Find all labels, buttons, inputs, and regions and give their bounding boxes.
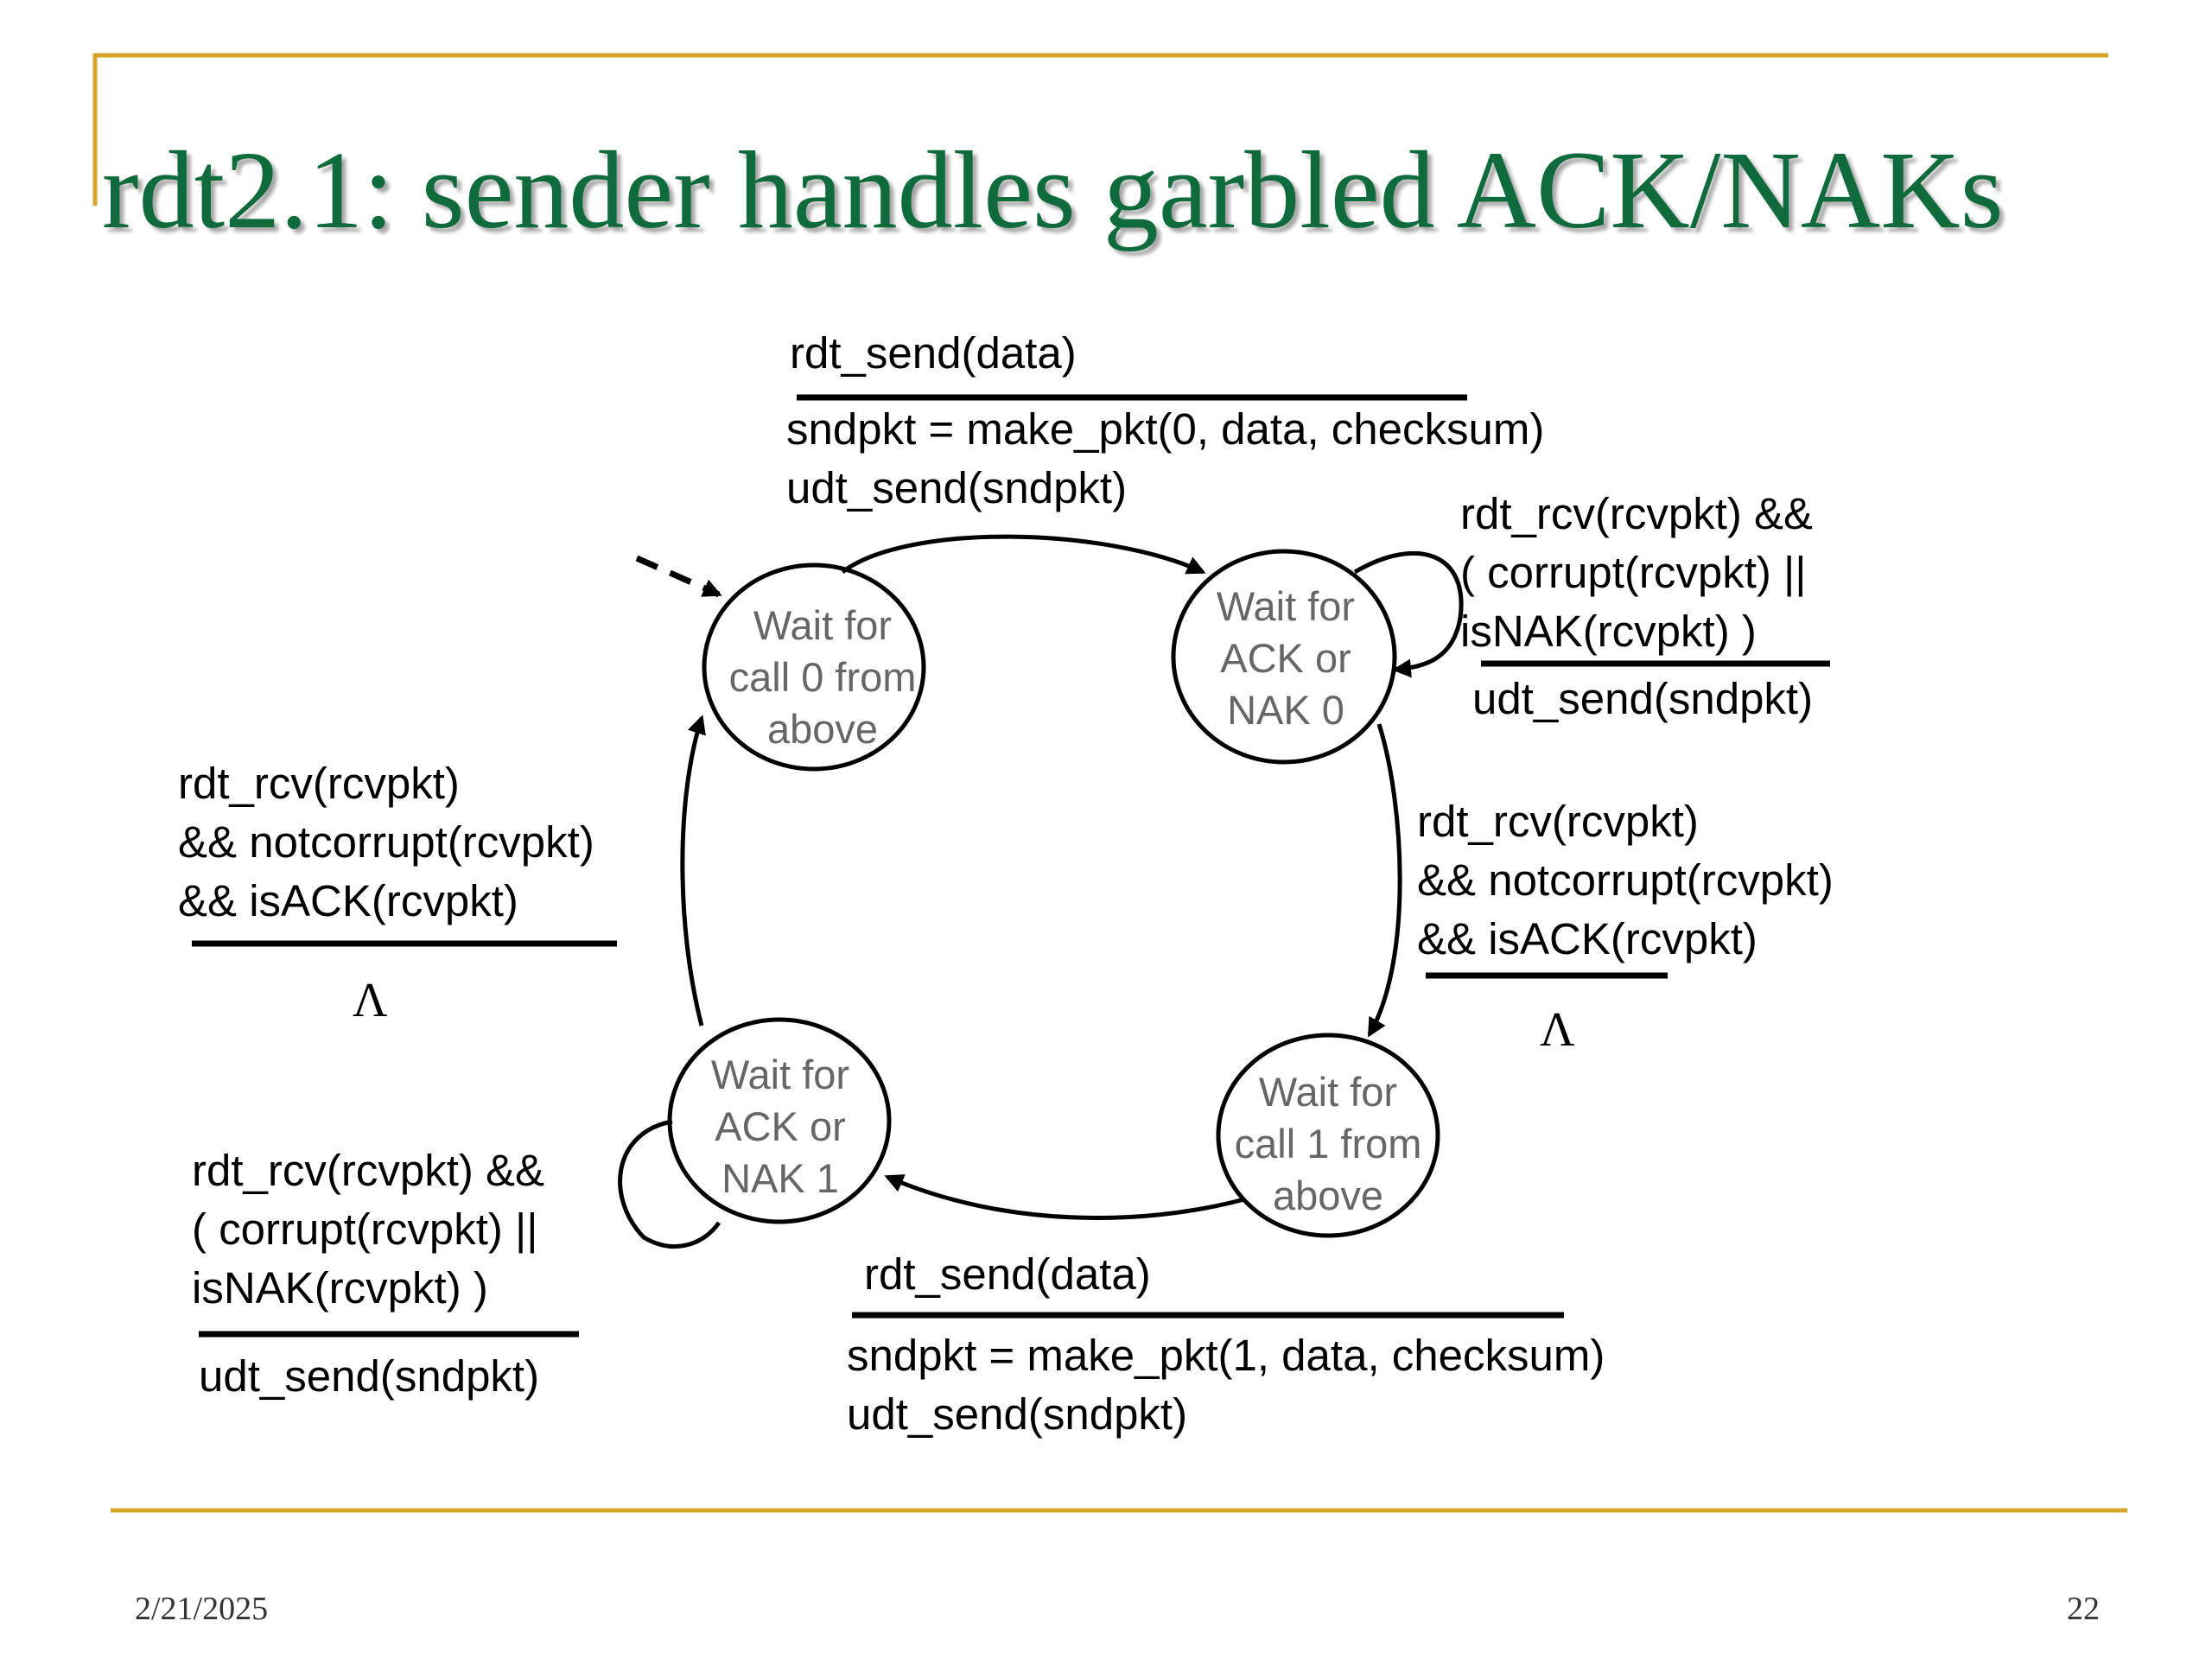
- send-1-action-2: udt_send(sndpkt): [847, 1389, 1187, 1439]
- transition-ack-1: rdt_rcv(rcvpkt) && notcorrupt(rcvpkt) &&…: [178, 759, 594, 1027]
- retransmit-0-event-3: isNAK(rcvpkt) ): [1460, 607, 1757, 656]
- ack-1-action-lambda: Λ: [353, 974, 388, 1027]
- ack-0-action-lambda: Λ: [1540, 1003, 1575, 1057]
- state-wait-call-1-line-2: call 1 from: [1235, 1121, 1422, 1166]
- retransmit-0-event-1: rdt_rcv(rcvpkt) &&: [1460, 489, 1813, 538]
- retransmit-0-event-2: ( corrupt(rcvpkt) ||: [1460, 548, 1807, 597]
- state-wait-ack-1-line-1: Wait for: [711, 1052, 849, 1097]
- ack-0-event-2: && notcorrupt(rcvpkt): [1417, 855, 1834, 905]
- arrow-retransmit-0: [1353, 550, 1464, 678]
- arrow-ack-1: [680, 715, 706, 1027]
- send-1-event: rdt_send(data): [864, 1249, 1151, 1299]
- slide-title: rdt2.1: sender handles garbled ACK/NAKs: [102, 129, 2004, 251]
- send-1-action-1: sndpkt = make_pkt(1, data, checksum): [847, 1331, 1605, 1380]
- state-wait-call-0-line-3: above: [767, 706, 878, 752]
- ack-1-event-1: rdt_rcv(rcvpkt): [178, 759, 460, 808]
- arrow-send-1: [884, 1174, 1245, 1220]
- state-wait-call-0: [702, 563, 926, 772]
- transition-retransmit-0: rdt_rcv(rcvpkt) && ( corrupt(rcvpkt) || …: [1460, 489, 1813, 723]
- state-wait-ack-0: [1171, 549, 1397, 765]
- retransmit-1-event-2: ( corrupt(rcvpkt) ||: [192, 1205, 538, 1254]
- state-wait-ack-0-line-2: ACK or: [1220, 635, 1351, 681]
- arrow-send-0: [841, 534, 1206, 575]
- ack-1-event-2: && notcorrupt(rcvpkt): [178, 817, 594, 867]
- condition-action-separators: [192, 394, 1830, 1338]
- arrow-retransmit-1: [618, 1119, 721, 1249]
- slide-decoration: [92, 53, 2127, 1513]
- retransmit-0-action: udt_send(sndpkt): [1472, 674, 1813, 723]
- retransmit-1-event-3: isNAK(rcvpkt) ): [192, 1263, 488, 1313]
- slide-date: 2/21/2025: [135, 1591, 269, 1627]
- transition-retransmit-1: rdt_rcv(rcvpkt) && ( corrupt(rcvpkt) || …: [192, 1146, 544, 1401]
- state-labels: Wait for call 0 from above Wait for ACK …: [711, 583, 1421, 1218]
- arrow-ack-0: [1367, 723, 1402, 1038]
- state-wait-ack-1-line-3: NAK 1: [721, 1155, 839, 1201]
- transition-arrows: [618, 534, 1464, 1249]
- transition-ack-0: rdt_rcv(rcvpkt) && notcorrupt(rcvpkt) &&…: [1417, 797, 1834, 1057]
- state-wait-call-1-line-1: Wait for: [1259, 1069, 1397, 1115]
- state-wait-ack-0-line-1: Wait for: [1217, 583, 1355, 629]
- slide-page-number: 22: [2067, 1591, 2100, 1627]
- send-0-event: rdt_send(data): [790, 328, 1077, 378]
- send-0-action-2: udt_send(sndpkt): [786, 463, 1127, 512]
- transition-send-0: rdt_send(data) sndpkt = make_pkt(0, data…: [786, 328, 1544, 512]
- state-wait-call-1-line-3: above: [1273, 1173, 1383, 1218]
- ack-1-event-3: && isACK(rcvpkt): [178, 876, 518, 925]
- state-wait-ack-0-line-3: NAK 0: [1227, 687, 1344, 733]
- ack-0-event-1: rdt_rcv(rcvpkt): [1417, 797, 1699, 846]
- retransmit-1-event-1: rdt_rcv(rcvpkt) &&: [192, 1146, 544, 1195]
- state-wait-call-0-line-2: call 0 from: [729, 654, 917, 700]
- state-wait-ack-1-line-2: ACK or: [715, 1103, 846, 1149]
- state-wait-call-1: [1216, 1033, 1440, 1238]
- initial-state-arrow: [635, 555, 722, 598]
- transition-send-1: rdt_send(data) sndpkt = make_pkt(1, data…: [847, 1249, 1605, 1439]
- state-wait-call-0-line-1: Wait for: [753, 602, 892, 648]
- retransmit-1-action: udt_send(sndpkt): [199, 1351, 539, 1401]
- send-0-action-1: sndpkt = make_pkt(0, data, checksum): [786, 404, 1544, 454]
- ack-0-event-3: && isACK(rcvpkt): [1417, 914, 1758, 963]
